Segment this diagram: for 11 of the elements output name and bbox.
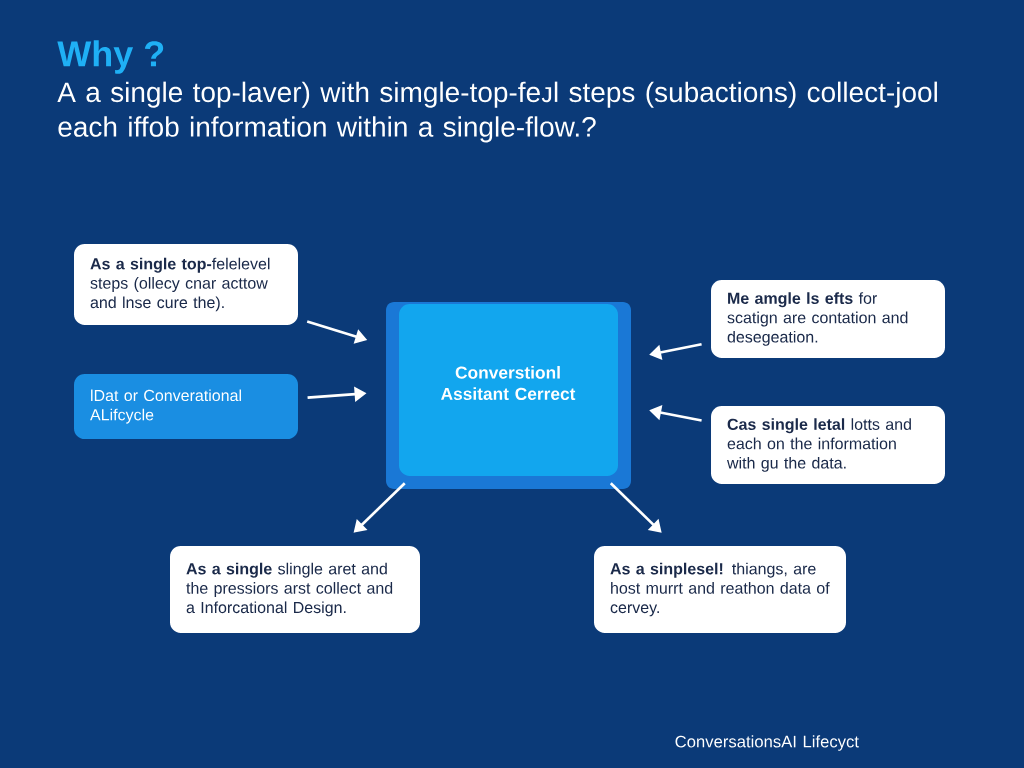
assistant-box: Converstionl Assitant Cerrect — [386, 302, 631, 489]
lifecycle-box: lDat or Converational ALifcycle — [74, 373, 298, 440]
subtitle: A a single top-laver) with simgle-top-feᴊl steps (subactions) collect-jool each iffob information within a single-flow.? — [57, 81, 937, 143]
note-box: Cas single letal lotts and each on the information with gu the data. — [711, 406, 945, 484]
note-box: As a single slingle aret and the pressiors arst collect and a Inforcational Design. — [170, 546, 420, 633]
note-box: As a single top-felelevel steps (ollecy cnar acttow and lnse cure the). — [74, 243, 298, 326]
note-box: As a sinplesel! thiangs, are host murrt and reathon data of cervey. — [594, 546, 846, 633]
footer-text: ConversationsAI Lifecyct — [675, 735, 859, 751]
arrow — [609, 482, 662, 533]
title: Why ? — [57, 40, 164, 74]
note-box: Me amgle ls efts for scatign are contation and desegeation. — [711, 280, 945, 358]
